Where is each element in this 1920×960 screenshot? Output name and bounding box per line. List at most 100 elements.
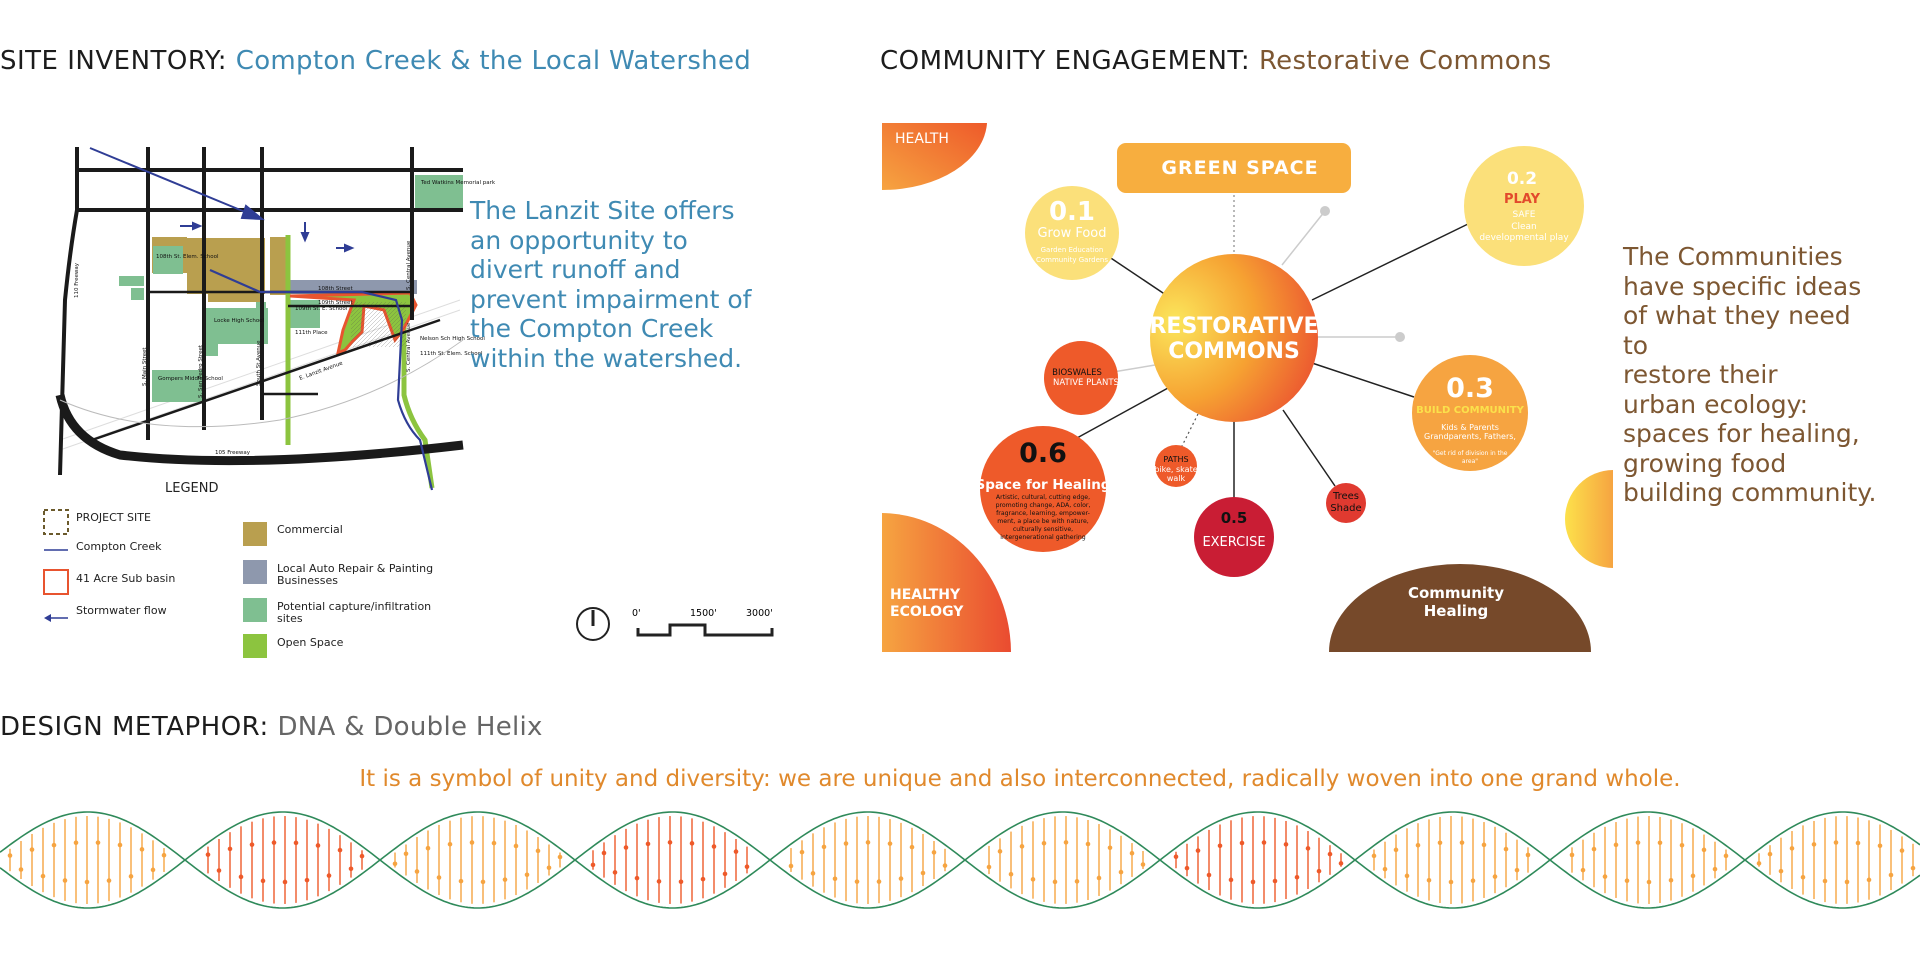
helix-node <box>722 871 728 877</box>
trees-line2: Shade <box>1330 503 1361 514</box>
helix-node <box>1426 878 1432 883</box>
helix-node <box>1371 853 1377 859</box>
helix-node <box>1525 852 1531 858</box>
helix-node <box>535 848 541 854</box>
build-community-sub1: Kids & Parents <box>1441 423 1499 432</box>
helix-node <box>1063 840 1069 845</box>
helix-node <box>62 878 68 883</box>
play-sub2: Clean <box>1511 222 1537 232</box>
healthy-ecology-line1: HEALTHY <box>890 587 961 603</box>
community-engagement-subtitle: Restorative Commons <box>1258 46 1552 76</box>
helix-node <box>1503 846 1509 852</box>
helix-node <box>1701 847 1707 853</box>
helix-node <box>40 873 46 879</box>
healing-sub4: ment, a place be with nature, <box>997 518 1089 525</box>
helix-node <box>1613 842 1619 848</box>
helix-node <box>1041 840 1047 846</box>
helix-node <box>293 840 299 846</box>
compton-creek-line <box>209 268 434 491</box>
helix-node <box>656 879 662 884</box>
helix-node <box>205 852 211 857</box>
helix-node <box>1712 866 1718 872</box>
helix-node <box>1338 861 1344 866</box>
helix-node <box>1228 877 1234 883</box>
helix-node <box>1019 844 1025 849</box>
scale-mid: 1500' <box>690 608 717 619</box>
play-sub3: developmental play <box>1479 233 1569 243</box>
helix-node <box>1492 874 1498 879</box>
helix-node <box>337 847 343 853</box>
label-105-freeway: 105 Freeway <box>215 450 251 456</box>
helix-node <box>1470 878 1476 884</box>
helix-rungs <box>7 816 1916 904</box>
site-inventory-label: SITE INVENTORY: <box>0 46 227 76</box>
helix-node <box>788 863 794 869</box>
helix-node <box>733 849 739 854</box>
community-healing-half <box>1329 564 1591 652</box>
community-healing-line2: Healing <box>1424 602 1489 620</box>
helix-node <box>799 849 805 855</box>
label-111th-place: 111th Place <box>295 330 328 336</box>
play-sub1: SAFE <box>1513 210 1536 220</box>
helix-node <box>1800 875 1806 880</box>
grow-food-title: Grow Food <box>1037 226 1106 241</box>
helix-node <box>491 840 497 846</box>
helix-node <box>1624 878 1630 884</box>
build-community-title: BUILD COMMUNITY <box>1416 405 1524 416</box>
helix-node <box>117 842 123 848</box>
center-line1: RESTORATIVE <box>1149 314 1318 339</box>
scale-zero: 0' <box>632 608 641 619</box>
north-arrow-icon <box>576 607 610 641</box>
helix-node <box>1272 878 1278 884</box>
legend-project-site: PROJECT SITE <box>76 511 151 524</box>
helix-node <box>711 844 717 849</box>
healthy-ecology-quadrant <box>882 513 1011 652</box>
helix-node <box>1668 878 1674 883</box>
helix-node <box>1415 842 1421 848</box>
helix-node <box>1261 840 1267 845</box>
paths-line1: PATHS <box>1163 455 1188 464</box>
helix-node <box>700 876 706 882</box>
paths-line3: walk <box>1167 474 1186 483</box>
helix-node <box>1657 840 1663 846</box>
helix-node <box>1129 850 1135 856</box>
play-circle <box>1464 146 1584 266</box>
helix-node <box>1404 873 1410 879</box>
healing-sub6: intergenerational gathering <box>1000 534 1085 541</box>
helix-node <box>1140 862 1146 867</box>
helix-node <box>1679 842 1685 848</box>
helix-node <box>1074 879 1080 884</box>
paths-circle <box>1155 445 1197 487</box>
helix-node <box>986 864 992 870</box>
helix-node <box>1789 846 1795 851</box>
label-ted-watkins: Ted Watkins Memorial park <box>420 180 496 186</box>
helix-node <box>689 841 695 846</box>
restorative-commons-center <box>1150 254 1318 422</box>
helix-node <box>282 879 288 885</box>
build-community-sub4: area" <box>1462 458 1478 465</box>
helix-node <box>1085 841 1091 847</box>
healing-sub1: Artistic, cultural, cutting edge, <box>996 494 1090 501</box>
helix-node <box>854 879 860 884</box>
helix-node <box>1811 842 1817 847</box>
helix-node <box>315 843 321 848</box>
helix-node <box>524 872 530 878</box>
helix-node <box>887 841 893 846</box>
helix-node <box>1283 842 1289 847</box>
helix-node <box>95 840 101 845</box>
label-san-pedro: S. San Pedro Street <box>198 344 204 398</box>
helix-node <box>106 878 112 883</box>
label-locke: Locke High School <box>214 318 265 324</box>
helix-node <box>1239 840 1245 846</box>
trees-line1: Trees <box>1332 491 1359 502</box>
helix-node <box>304 877 310 883</box>
helix-node <box>1459 840 1465 845</box>
helix-node <box>29 847 35 852</box>
green-space-banner <box>1117 143 1351 193</box>
exercise-number: 0.5 <box>1221 509 1248 527</box>
helix-node <box>1382 866 1388 872</box>
paths-line2: bike, skate <box>1154 465 1197 474</box>
legend-open-space-swatch <box>243 634 267 658</box>
helix-node <box>139 847 145 852</box>
capture-sites <box>119 175 463 402</box>
